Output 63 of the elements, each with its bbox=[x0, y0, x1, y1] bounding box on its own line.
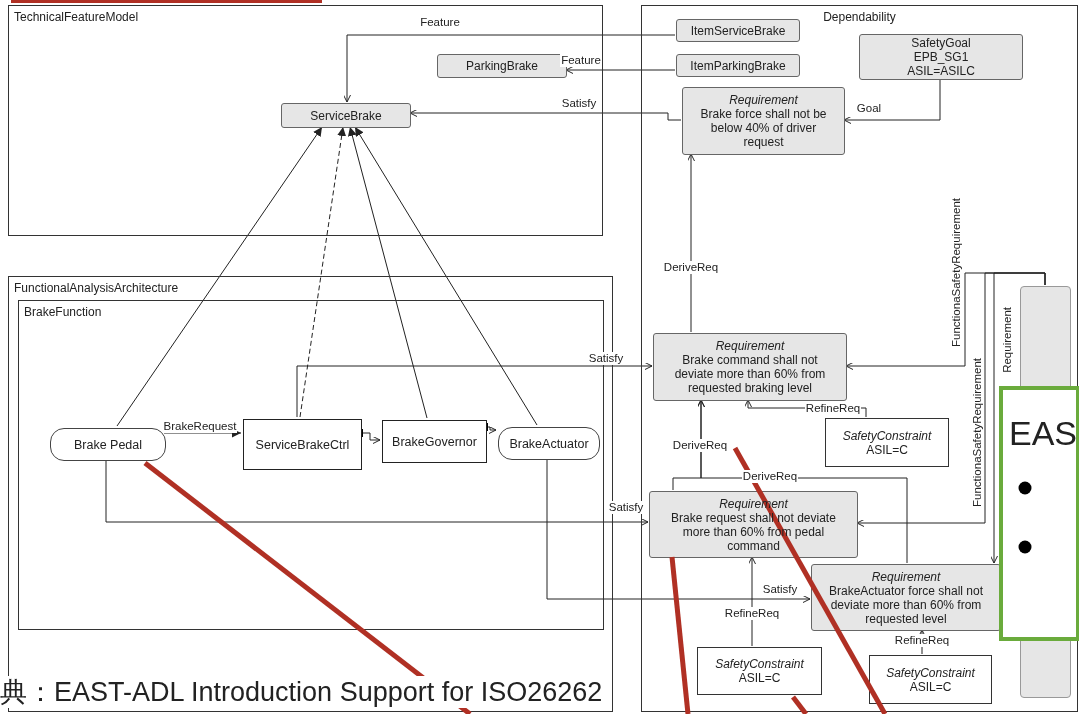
package-title: BrakeFunction bbox=[24, 305, 102, 319]
element-type: Requirement bbox=[715, 339, 785, 353]
node-label: ServiceBrakeCtrl bbox=[255, 437, 350, 452]
package-frame bbox=[641, 5, 1078, 712]
element-type: Requirement bbox=[729, 93, 798, 107]
package-title: Dependability bbox=[822, 10, 897, 24]
edge-label: RefineReq bbox=[723, 606, 781, 620]
requirement-box bbox=[653, 333, 847, 401]
edge-label: DeriveReq bbox=[741, 469, 799, 483]
node-label: BrakeActuator bbox=[509, 436, 589, 451]
node-label: SafetyGoal bbox=[911, 36, 971, 50]
requirement-box bbox=[649, 491, 858, 558]
node-label: ASIL=C bbox=[738, 671, 781, 685]
node-label: ParkingBrake bbox=[465, 59, 538, 73]
slide-callout-dialog bbox=[999, 386, 1079, 641]
function-box bbox=[498, 427, 600, 460]
constraint-box bbox=[697, 647, 822, 695]
element-type: SafetyConstraint bbox=[842, 428, 932, 443]
node-label: BrakeGovernor bbox=[392, 434, 477, 449]
requirement-box bbox=[682, 87, 845, 155]
node-label: Brake Pedal bbox=[73, 437, 143, 452]
node-label: ASIL=ASILC bbox=[907, 64, 975, 78]
node-label: Brake force shall not be below 40% of driver request bbox=[699, 107, 828, 149]
element-type: Requirement bbox=[871, 569, 941, 584]
edge-label: RefineReq bbox=[893, 633, 951, 647]
feature-box bbox=[676, 19, 800, 42]
requirement-box bbox=[811, 564, 1001, 631]
element-type: SafetyConstraint bbox=[715, 657, 804, 671]
edge-label: Satisfy bbox=[761, 582, 799, 596]
function-box bbox=[382, 420, 487, 463]
edge-label: Feature bbox=[419, 15, 461, 29]
edge-label: BrakeRequest bbox=[162, 419, 238, 433]
feature-box bbox=[676, 54, 800, 77]
node-label: ASIL=C bbox=[866, 442, 908, 457]
node-label: ItemServiceBrake bbox=[690, 23, 786, 38]
element-type: SafetyConstraint bbox=[886, 665, 975, 680]
edge-label: Satisfy bbox=[607, 500, 645, 514]
feature-box bbox=[859, 34, 1023, 80]
package-title: FunctionalAnalysisArchitecture bbox=[14, 281, 179, 295]
slide-heading: EAS bbox=[1009, 414, 1078, 452]
function-box bbox=[50, 428, 166, 461]
edge-label: FunctionaSafetyRequirement bbox=[970, 356, 984, 508]
edge-label: Goal bbox=[855, 101, 883, 115]
function-box bbox=[243, 419, 362, 470]
edge-label: FunctionaSafetyRequirement bbox=[949, 196, 963, 348]
node-label: ItemParkingBrake bbox=[690, 58, 786, 73]
edge-label: Requirement bbox=[1000, 306, 1014, 374]
constraint-box bbox=[869, 655, 992, 704]
edge-label: DeriveReq bbox=[671, 438, 729, 452]
edge-label: Feature bbox=[560, 53, 602, 67]
source-caption: 典：EAST-ADL Introduction Support for ISO26262 bbox=[0, 676, 603, 708]
feature-box bbox=[281, 103, 411, 128]
edge-label: RefineReq bbox=[804, 401, 862, 415]
edge-label: Satisfy bbox=[560, 96, 598, 110]
node-label: EPB_SG1 bbox=[913, 50, 969, 64]
node-label: BrakeActuator force shall not deviate more than 60% from requested level bbox=[827, 583, 985, 626]
edge-label: DeriveReq bbox=[662, 260, 720, 274]
node-label: ServiceBrake bbox=[310, 108, 382, 123]
edge-label: Satisfy bbox=[587, 351, 625, 365]
node-label: Brake command shall not deviate more than 60% from requested braking level bbox=[673, 353, 827, 395]
package-title: TechnicalFeatureModel bbox=[14, 10, 139, 24]
constraint-box bbox=[825, 418, 949, 467]
node-label: ASIL=C bbox=[909, 679, 952, 694]
